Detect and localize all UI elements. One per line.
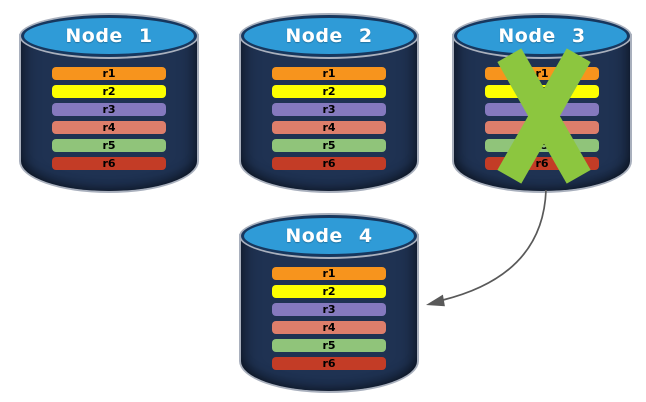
node-1-cylinder: Node 1 r1 r2 r3 r4 r5 r6 xyxy=(20,15,198,193)
replica-row: r5 xyxy=(272,339,386,352)
failure-x-icon xyxy=(497,48,591,184)
replica-row: r3 xyxy=(52,103,166,116)
replica-row: r4 xyxy=(272,121,386,134)
replica-row: r2 xyxy=(52,85,166,98)
replica-rows: r1 r2 r3 r4 r5 r6 xyxy=(52,67,166,170)
node-2-cylinder: Node 2 r1 r2 r3 r4 r5 r6 xyxy=(240,15,418,193)
node-label: Node 2 xyxy=(285,25,373,47)
node-4-cylinder: Node 4 r1 r2 r3 r4 r5 r6 xyxy=(240,215,418,393)
replica-row: r2 xyxy=(272,85,386,98)
replica-row: r2 xyxy=(272,285,386,298)
cylinder-top: Node 1 xyxy=(21,15,197,57)
replica-rows: r1 r2 r3 r4 r5 r6 xyxy=(272,267,386,370)
replica-row: r1 xyxy=(52,67,166,80)
cylinder-top: Node 4 xyxy=(241,215,417,257)
replica-row: r6 xyxy=(52,157,166,170)
node-label: Node 3 xyxy=(498,25,586,47)
node-3-cylinder: Node 3 r1 r2 r3 r4 r5 r6 xyxy=(453,15,631,193)
replica-row: r3 xyxy=(272,103,386,116)
replica-row: r1 xyxy=(272,67,386,80)
failover-arrow xyxy=(426,189,547,307)
replica-row: r5 xyxy=(52,139,166,152)
node-label: Node 4 xyxy=(285,225,373,247)
replica-row: r4 xyxy=(52,121,166,134)
replica-row: r6 xyxy=(272,357,386,370)
replica-row: r3 xyxy=(272,303,386,316)
replica-row: r6 xyxy=(272,157,386,170)
cylinder-top: Node 3 xyxy=(454,15,630,57)
replica-row: r4 xyxy=(272,321,386,334)
replica-row: r1 xyxy=(272,267,386,280)
replica-rows: r1 r2 r3 r4 r5 r6 xyxy=(272,67,386,170)
replica-row: r5 xyxy=(272,139,386,152)
node-label: Node 1 xyxy=(65,25,153,47)
arrowhead xyxy=(426,294,445,307)
cylinder-top: Node 2 xyxy=(241,15,417,57)
